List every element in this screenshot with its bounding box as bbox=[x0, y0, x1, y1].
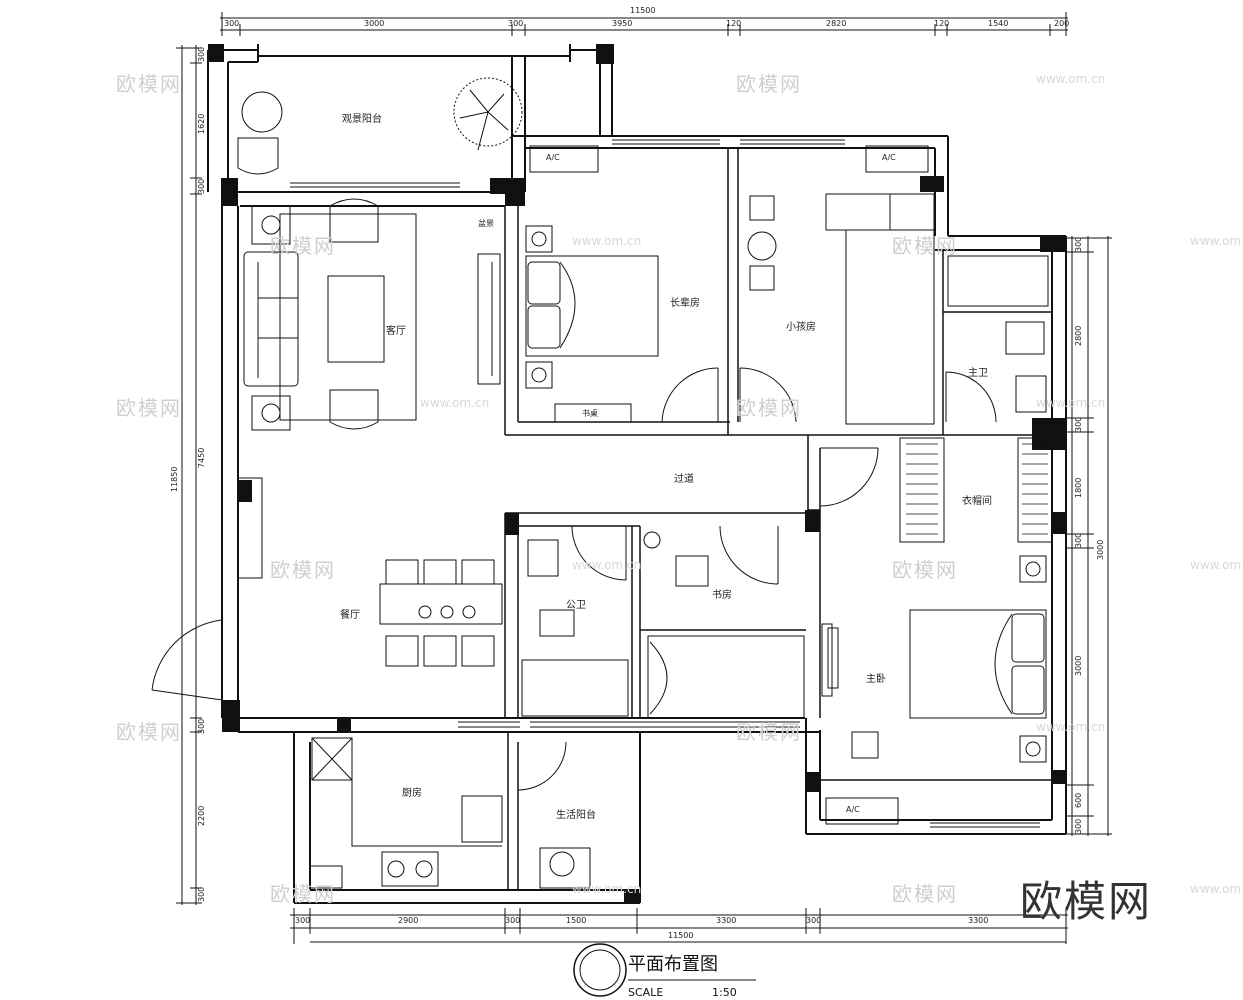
room-label-elder-room: 长辈房 bbox=[670, 298, 700, 309]
watermark-url: www.om.cn bbox=[1190, 882, 1243, 896]
watermark-url: www.om.cn bbox=[572, 558, 642, 572]
room-label-public-bath: 公卫 bbox=[566, 600, 586, 611]
watermark: 欧模网 bbox=[116, 72, 182, 96]
watermark-url: www.om.cn bbox=[1190, 558, 1243, 572]
dim-bottom: 1500 bbox=[566, 916, 587, 925]
watermark-url: www.om.cn bbox=[1036, 72, 1106, 86]
dim-left: 300 bbox=[197, 718, 206, 734]
dim-top: 1540 bbox=[988, 19, 1009, 28]
dim-top-total: 11500 bbox=[630, 6, 656, 15]
dim-top: 3950 bbox=[612, 19, 633, 28]
room-label-master-bedroom: 主卧 bbox=[866, 674, 886, 685]
watermark-url: www.om.cn bbox=[1190, 234, 1243, 248]
dim-bottom: 3300 bbox=[968, 916, 989, 925]
room-label-dining-room: 餐厅 bbox=[340, 610, 360, 621]
watermark: 欧模网 bbox=[270, 882, 336, 906]
dim-right: 300 bbox=[1074, 532, 1083, 548]
dim-top: 120 bbox=[726, 19, 742, 28]
dim-bottom: 300 bbox=[505, 916, 521, 925]
dim-top: 2820 bbox=[826, 19, 847, 28]
watermark: 欧模网 bbox=[270, 558, 336, 582]
dim-bottom: 3300 bbox=[716, 916, 737, 925]
dim-top: 3000 bbox=[364, 19, 385, 28]
scale-value: 1:50 bbox=[712, 986, 737, 999]
watermark: 欧模网 bbox=[736, 720, 802, 744]
dim-left-total: 11850 bbox=[170, 466, 179, 492]
watermark-url: www.om.cn bbox=[420, 396, 490, 410]
ac-label: A/C bbox=[846, 805, 860, 814]
room-label-living-room: 客厅 bbox=[386, 326, 406, 337]
watermark: 欧模网 bbox=[892, 558, 958, 582]
scale-label: SCALE bbox=[628, 986, 664, 999]
dim-right: 300 bbox=[1074, 818, 1083, 834]
dim-left: 300 bbox=[197, 46, 206, 62]
room-label-viewing-balcony: 观景阳台 bbox=[342, 114, 382, 125]
dim-bottom: 300 bbox=[295, 916, 311, 925]
room-label-service-balcony: 生活阳台 bbox=[556, 810, 596, 821]
dim-top: 300 bbox=[224, 19, 240, 28]
room-label-small-bedroom: 小孩房 bbox=[786, 322, 816, 333]
dim-right: 3000 bbox=[1074, 655, 1083, 676]
watermark: 欧模网 bbox=[892, 882, 958, 906]
watermark: 欧模网 bbox=[270, 234, 336, 258]
watermark-url: www.om.cn bbox=[1036, 396, 1106, 410]
watermark: 欧模网 bbox=[736, 72, 802, 96]
watermark-url: www.om.cn bbox=[1036, 720, 1106, 734]
dim-right: 1800 bbox=[1074, 477, 1083, 498]
dim-bottom: 300 bbox=[806, 916, 822, 925]
plant-label: 盆景 bbox=[478, 219, 494, 228]
dim-bottom: 2900 bbox=[398, 916, 419, 925]
dim-right: 300 bbox=[1074, 236, 1083, 252]
dim-top: 200 bbox=[1054, 19, 1070, 28]
dim-left: 300 bbox=[197, 178, 206, 194]
brand-logo-text: 欧模网 bbox=[1020, 877, 1153, 926]
watermark: 欧模网 bbox=[892, 234, 958, 258]
room-label-kitchen: 厨房 bbox=[402, 788, 422, 799]
dim-right: 300 bbox=[1074, 416, 1083, 432]
watermark: 欧模网 bbox=[116, 720, 182, 744]
dim-right: 2800 bbox=[1074, 325, 1083, 346]
dim-right: 600 bbox=[1074, 792, 1083, 808]
dim-left: 2200 bbox=[197, 805, 206, 826]
dim-top: 120 bbox=[934, 19, 950, 28]
watermark-url: www.om.cn bbox=[572, 234, 642, 248]
dim-bottom-total: 11500 bbox=[668, 931, 694, 940]
room-label-master-bath: 主卫 bbox=[968, 368, 988, 379]
dim-top: 300 bbox=[508, 19, 524, 28]
ac-label: A/C bbox=[546, 153, 560, 162]
room-label-walk-in-closet: 衣帽间 bbox=[962, 496, 992, 507]
desk-label: 书桌 bbox=[582, 409, 598, 418]
dim-left: 1620 bbox=[197, 113, 206, 134]
watermark: 欧模网 bbox=[736, 396, 802, 420]
dim-right-total: 3000 bbox=[1096, 539, 1105, 560]
dim-left: 300 bbox=[197, 886, 206, 902]
watermark-url: www.om.cn bbox=[572, 882, 642, 896]
watermark: 欧模网 bbox=[116, 396, 182, 420]
room-label-corridor: 过道 bbox=[674, 474, 694, 485]
ac-label: A/C bbox=[882, 153, 896, 162]
dim-left: 7450 bbox=[197, 447, 206, 468]
room-label-study: 书房 bbox=[712, 590, 732, 601]
drawing-title: 平面布置图 bbox=[628, 954, 718, 975]
